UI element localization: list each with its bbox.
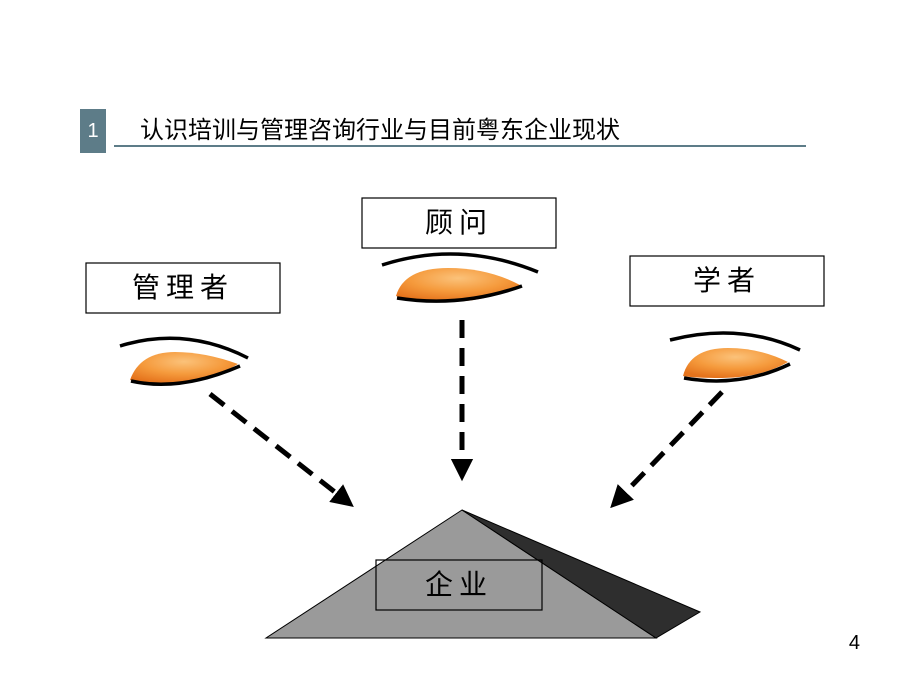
page-number: 4 xyxy=(848,632,860,654)
manager-eye-icon xyxy=(119,336,249,386)
consultant-label: 顾问 xyxy=(424,206,493,239)
page-title: 认识培训与管理咨询行业与目前粤东企业现状 xyxy=(140,116,620,144)
header-number: 1 xyxy=(87,120,99,142)
manager-box xyxy=(85,262,281,314)
consultant-box xyxy=(361,197,557,249)
enterprise-label: 企业 xyxy=(424,568,493,601)
arrow-manager-to-enterprise xyxy=(208,392,354,507)
enterprise-box xyxy=(375,559,543,611)
enterprise-pyramid xyxy=(264,509,702,639)
manager-label: 管理者 xyxy=(131,271,234,304)
arrow-scholar-to-enterprise xyxy=(610,390,724,509)
scholar-label: 学者 xyxy=(692,264,761,297)
scholar-box xyxy=(629,255,825,307)
scholar-eye-icon xyxy=(669,331,801,383)
header-number-box xyxy=(80,109,106,153)
consultant-eye-icon xyxy=(381,252,539,303)
